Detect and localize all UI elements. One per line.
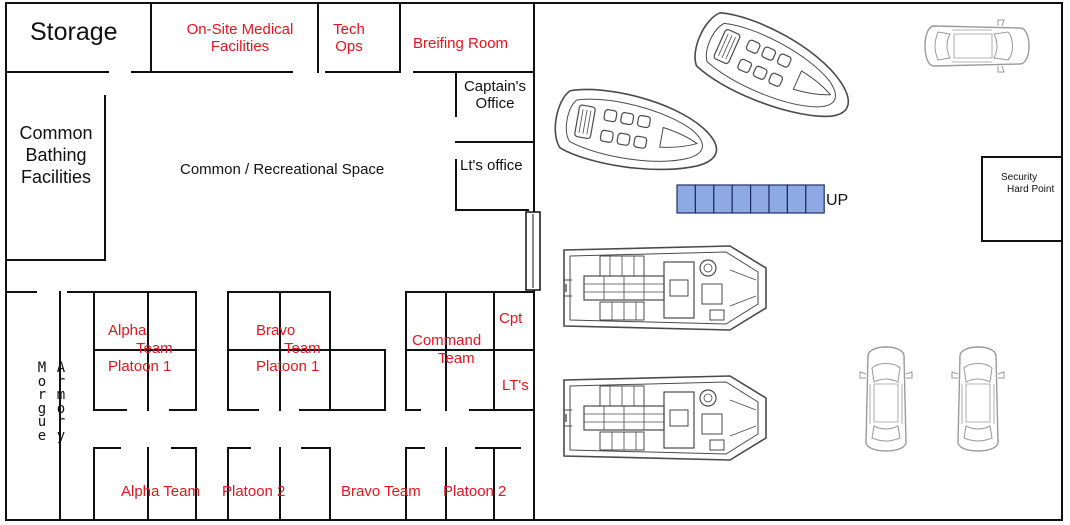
- bathing-label: Common Bathing Facilities: [8, 122, 104, 188]
- morgue-label: Morgue: [37, 360, 47, 444]
- techops-line2: Ops: [335, 38, 363, 56]
- medical-line1: On-Site Medical: [186, 21, 294, 38]
- alpha-upper-line3: Platoon 1: [108, 358, 172, 375]
- techops-label: Tech Ops: [326, 21, 372, 56]
- stair-tread: [786, 184, 807, 214]
- stair-tread: [768, 184, 788, 214]
- alpha-upper-line1: Alpha: [108, 322, 147, 339]
- medical-label: On-Site Medical Facilities: [170, 21, 310, 56]
- stair-tread: [749, 184, 770, 214]
- security-label: Security Hard Point: [1001, 172, 1061, 195]
- hovercraft-1: [549, 81, 725, 184]
- bravo-lower-a: Bravo Team: [341, 483, 421, 500]
- car-top: [924, 19, 1030, 73]
- captains-line2: Office: [475, 95, 515, 113]
- security-line2: Hard Point: [1007, 183, 1055, 195]
- common-space-label: Common / Recreational Space: [180, 161, 385, 178]
- walls: [5, 2, 1063, 521]
- car-lower-left: [859, 346, 913, 452]
- bravo-upper-line2: Team: [284, 340, 321, 357]
- medical-line2: Facilities: [210, 38, 270, 56]
- captains-line1: Captain's: [463, 78, 527, 95]
- stair-tread: [731, 184, 752, 214]
- security-line1: Security: [1001, 172, 1038, 183]
- armory-label: Armory: [56, 360, 66, 444]
- briefing-label: Breifing Room: [413, 35, 509, 52]
- bravo-lower-b: Platoon 2: [443, 483, 507, 500]
- command-line1: Command: [412, 332, 482, 349]
- stair-tread: [676, 184, 696, 214]
- lts-office-label: Lt's office: [460, 157, 523, 174]
- bathing-line2: Bathing: [25, 145, 87, 165]
- patrol-boat-1: [563, 245, 767, 331]
- stair-tread: [694, 184, 715, 214]
- cpt-label: Cpt: [499, 310, 523, 327]
- stairs-icon: [676, 184, 825, 214]
- bravo-upper-line3: Platoon 1: [256, 358, 320, 375]
- captains-office-label: Captain's Office: [458, 78, 532, 113]
- lts-label: LT's: [502, 377, 529, 394]
- alpha-upper-line2: Team: [136, 340, 173, 357]
- command-line2: Team: [438, 350, 475, 367]
- car-lower-right: [951, 346, 1005, 452]
- stairs-up-label: UP: [826, 192, 849, 209]
- bathing-line3: Facilities: [20, 167, 91, 187]
- alpha-lower-b: Platoon 2: [222, 483, 286, 500]
- alpha-lower-a: Alpha Team: [121, 483, 200, 500]
- patrol-boat-2: [563, 375, 767, 461]
- storage-label: Storage: [30, 18, 118, 46]
- bathing-line1: Common: [19, 123, 93, 143]
- stair-tread: [805, 184, 825, 214]
- bravo-upper-line1: Bravo: [256, 322, 296, 339]
- techops-line1: Tech: [333, 21, 365, 38]
- hovercraft-2: [684, 2, 865, 137]
- stair-tread: [713, 184, 733, 214]
